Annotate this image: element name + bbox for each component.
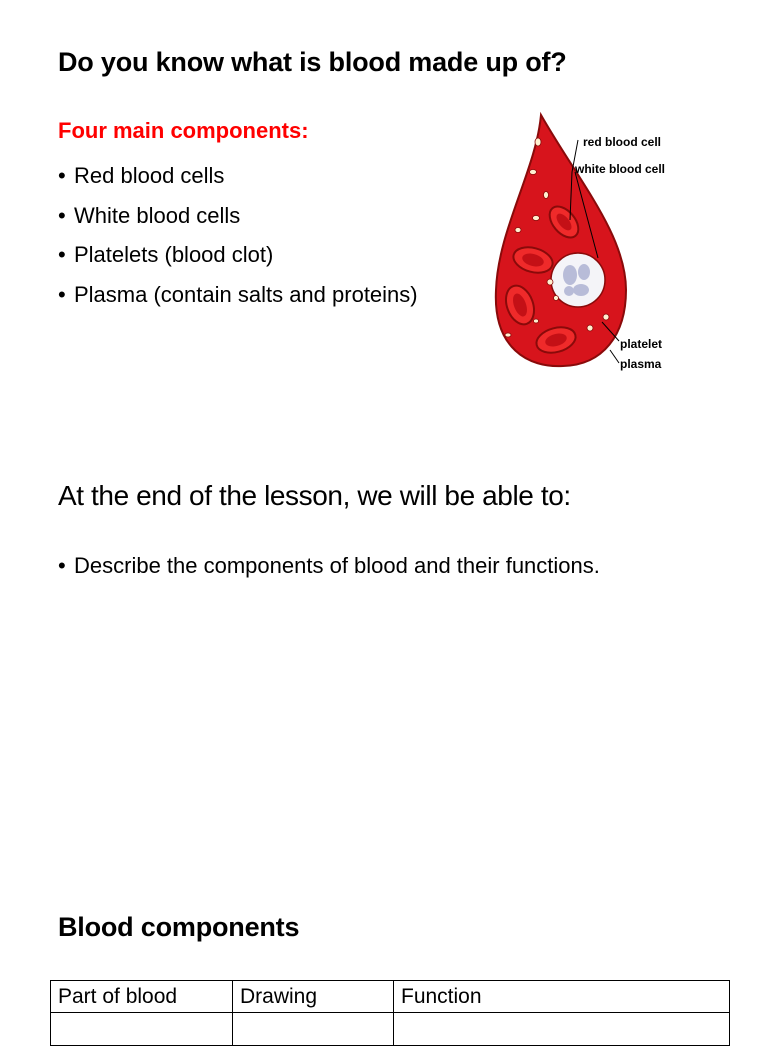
platelet — [534, 137, 542, 147]
label-platelet: platelet — [620, 337, 662, 351]
platelet — [504, 332, 512, 338]
component-text: Red blood cells — [74, 163, 225, 188]
platelet — [543, 191, 549, 199]
table-header-row: Part of blood Drawing Function — [50, 980, 730, 1013]
white-blood-cell — [550, 252, 606, 308]
list-item: • Plasma (contain salts and proteins) — [58, 275, 418, 315]
red-blood-cell-center — [556, 213, 572, 231]
platelet — [514, 227, 522, 233]
platelet — [553, 295, 559, 301]
component-text: Platelets (blood clot) — [74, 242, 274, 267]
diagram-leader-lines — [569, 139, 620, 364]
platelet — [546, 278, 554, 286]
component-text: Plasma (contain salts and proteins) — [74, 281, 418, 307]
label-red-blood-cell: red blood cell — [583, 135, 661, 149]
platelet — [586, 324, 594, 332]
list-item: • Describe the components of blood and th… — [58, 550, 618, 581]
bullet-icon: • — [58, 163, 66, 188]
blood-components-table: Part of blood Drawing Function — [50, 980, 730, 1046]
table-header-cell: Drawing — [232, 980, 394, 1013]
platelet — [602, 313, 610, 321]
objective-text: Describe the components of blood and the… — [74, 553, 600, 578]
table-header-cell: Function — [393, 980, 730, 1013]
red-blood-cell-center — [513, 293, 527, 317]
platelet-group — [504, 137, 610, 338]
platelet — [532, 215, 540, 221]
platelet — [529, 169, 537, 175]
table-row — [50, 1012, 730, 1046]
section-title-blood-composition: Do you know what is blood made up of? — [58, 47, 567, 77]
bullet-icon: • — [58, 281, 66, 307]
section-title-blood-components: Blood components — [58, 912, 300, 942]
section-title-lesson-objectives: At the end of the lesson, we will be abl… — [58, 480, 571, 511]
list-item: • Platelets (blood clot) — [58, 235, 418, 275]
list-item: • Red blood cells — [58, 156, 418, 196]
bullet-icon: • — [58, 242, 66, 267]
table-cell — [50, 1012, 233, 1046]
red-blood-cell-center — [545, 333, 567, 347]
table-cell — [232, 1012, 394, 1046]
components-subtitle: Four main components: — [58, 118, 309, 143]
red-blood-cell-center — [522, 253, 544, 267]
label-white-blood-cell: white blood cell — [574, 162, 665, 176]
list-item: • White blood cells — [58, 196, 418, 236]
label-plasma: plasma — [620, 357, 662, 371]
table-header-cell: Part of blood — [50, 980, 233, 1013]
blood-drop-diagram: red blood cell white blood cell platelet… — [494, 111, 665, 371]
bullet-icon: • — [58, 553, 66, 578]
components-list: • Red blood cells • White blood cells • Pla… — [58, 156, 418, 314]
objectives-list: • Describe the components of blood and th… — [58, 550, 618, 581]
red-blood-cell-group — [504, 205, 580, 354]
component-text: White blood cells — [74, 202, 241, 228]
bullet-icon: • — [58, 202, 66, 228]
table-cell — [393, 1012, 730, 1046]
slide-page: Do you know what is blood made up of? Fo… — [50, 47, 730, 1046]
platelet — [533, 318, 539, 324]
